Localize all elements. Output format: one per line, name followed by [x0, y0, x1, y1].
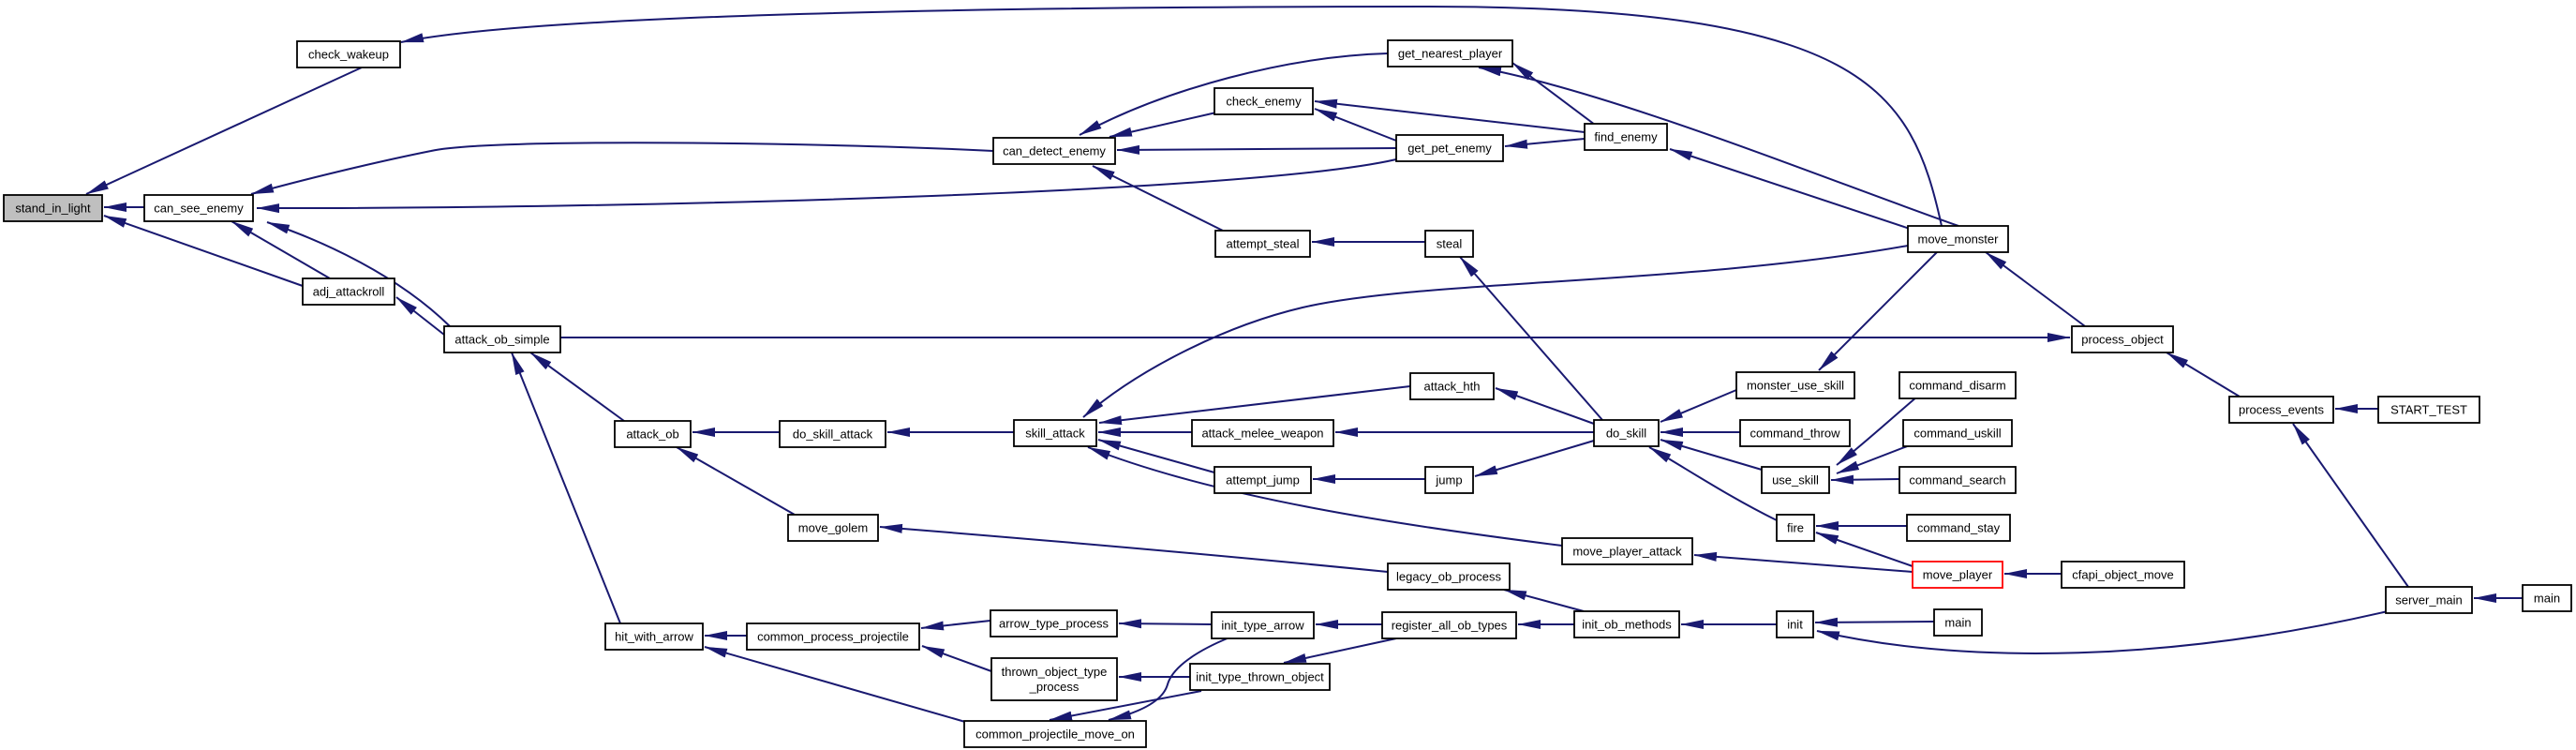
svg-text:common_projectile_move_on: common_projectile_move_on [975, 728, 1135, 742]
svg-text:attempt_steal: attempt_steal [1226, 237, 1299, 251]
svg-text:init: init [1787, 618, 1803, 632]
svg-text:fire: fire [1787, 521, 1804, 535]
svg-text:adj_attackroll: adj_attackroll [313, 285, 385, 299]
svg-text:get_pet_enemy: get_pet_enemy [1407, 142, 1492, 156]
svg-text:can_detect_enemy: can_detect_enemy [1003, 144, 1106, 158]
svg-text:_process: _process [1029, 680, 1080, 694]
svg-text:check_enemy: check_enemy [1226, 95, 1302, 109]
svg-text:init_ob_methods: init_ob_methods [1582, 618, 1672, 632]
svg-text:jump: jump [1435, 473, 1462, 488]
svg-text:move_player: move_player [1923, 568, 1993, 582]
svg-text:attack_melee_weapon: attack_melee_weapon [1201, 427, 1323, 441]
svg-text:init_type_arrow: init_type_arrow [1221, 619, 1304, 633]
svg-text:command_stay: command_stay [1917, 521, 2001, 535]
svg-text:skill_attack: skill_attack [1025, 427, 1085, 441]
svg-text:hit_with_arrow: hit_with_arrow [615, 630, 693, 644]
svg-text:attack_ob: attack_ob [626, 428, 678, 442]
svg-text:legacy_ob_process: legacy_ob_process [1396, 570, 1502, 584]
svg-text:process_events: process_events [2239, 403, 2325, 417]
svg-text:move_player_attack: move_player_attack [1572, 545, 1682, 559]
svg-text:cfapi_object_move: cfapi_object_move [2072, 568, 2173, 582]
svg-text:command_disarm: command_disarm [1909, 379, 2005, 393]
svg-text:START_TEST: START_TEST [2390, 403, 2467, 417]
svg-text:register_all_ob_types: register_all_ob_types [1392, 619, 1508, 633]
svg-text:stand_in_light: stand_in_light [15, 202, 91, 216]
svg-text:move_monster: move_monster [1918, 232, 2000, 247]
svg-text:can_see_enemy: can_see_enemy [154, 202, 244, 216]
svg-text:process_object: process_object [2081, 333, 2164, 347]
svg-text:check_wakeup: check_wakeup [308, 48, 389, 62]
svg-text:get_nearest_player: get_nearest_player [1398, 47, 1503, 61]
svg-text:steal: steal [1437, 237, 1463, 251]
svg-text:arrow_type_process: arrow_type_process [999, 617, 1109, 631]
svg-text:do_skill: do_skill [1606, 427, 1646, 441]
svg-text:find_enemy: find_enemy [1594, 130, 1658, 144]
svg-text:main: main [1944, 616, 1971, 630]
svg-text:attack_ob_simple: attack_ob_simple [454, 333, 549, 347]
svg-text:main: main [2534, 592, 2560, 606]
svg-text:command_search: command_search [1909, 473, 2005, 488]
svg-text:use_skill: use_skill [1772, 473, 1819, 488]
svg-text:move_golem: move_golem [798, 521, 868, 535]
svg-text:monster_use_skill: monster_use_skill [1747, 379, 1844, 393]
svg-text:common_process_projectile: common_process_projectile [757, 630, 909, 644]
svg-text:command_throw: command_throw [1750, 427, 1840, 441]
svg-text:thrown_object_type: thrown_object_type [1002, 665, 1108, 679]
svg-text:server_main: server_main [2395, 593, 2463, 608]
svg-text:command_uskill: command_uskill [1913, 427, 2001, 441]
svg-text:attempt_jump: attempt_jump [1226, 473, 1300, 488]
svg-text:attack_hth: attack_hth [1424, 380, 1481, 394]
svg-text:do_skill_attack: do_skill_attack [793, 428, 873, 442]
svg-text:init_type_thrown_object: init_type_thrown_object [1196, 670, 1324, 684]
